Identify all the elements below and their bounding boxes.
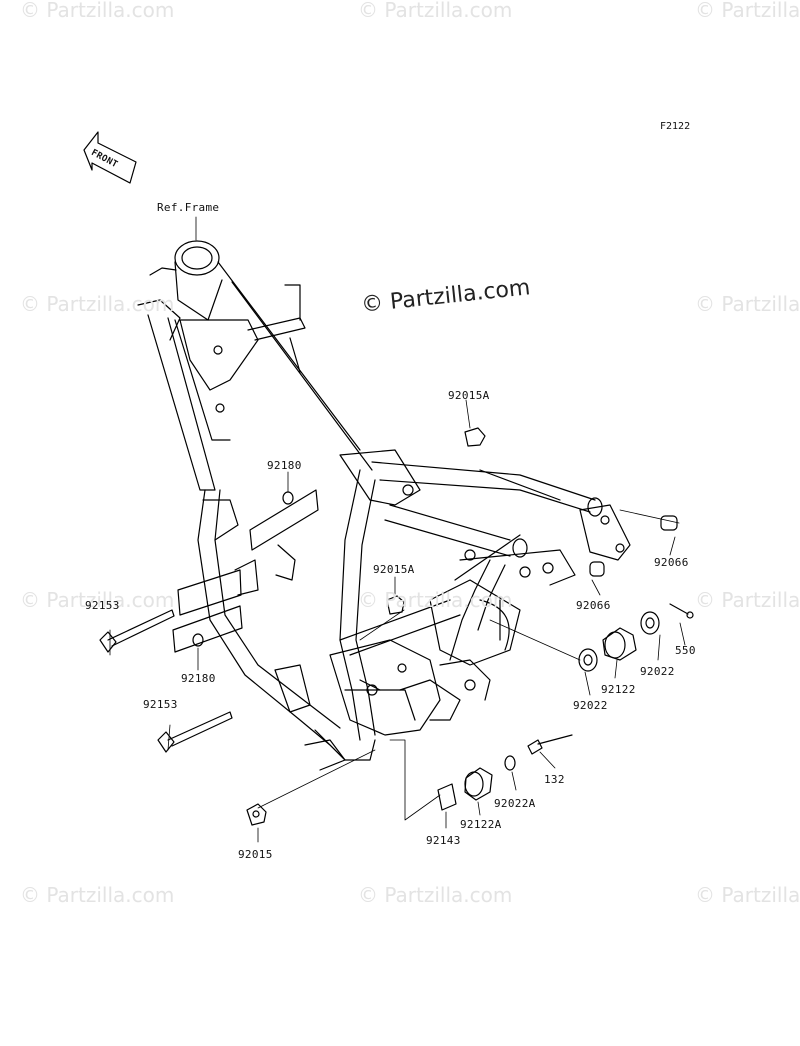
part-label[interactable]: 92180 <box>181 672 216 685</box>
part-label[interactable]: 92022 <box>640 665 675 678</box>
watermark: © Partzilla.com <box>20 588 175 612</box>
ref-frame-label: Ref.Frame <box>157 201 220 214</box>
watermark: © Partzilla.com <box>358 883 513 907</box>
part-label[interactable]: 132 <box>544 773 565 786</box>
watermark: © Partzilla.com <box>695 0 800 22</box>
part-label[interactable]: 92143 <box>426 834 461 847</box>
part-label[interactable]: 92022 <box>573 699 608 712</box>
watermark: © Partzilla.com <box>358 0 513 22</box>
part-label[interactable]: 92180 <box>267 459 302 472</box>
frame-decal <box>172 489 319 653</box>
frame-drawing <box>137 240 631 771</box>
front-arrow-icon <box>83 131 137 184</box>
part-label[interactable]: 92122A <box>460 818 502 831</box>
watermark: © Partzilla.com <box>20 883 175 907</box>
part-label[interactable]: 550 <box>675 644 696 657</box>
part-label[interactable]: 92153 <box>143 698 178 711</box>
leader-lines <box>109 216 686 843</box>
watermark: © Partzilla.com <box>695 292 800 316</box>
part-label[interactable]: 92066 <box>576 599 611 612</box>
part-label[interactable]: 92015A <box>448 389 490 402</box>
watermark: © Partzilla.com <box>20 0 175 22</box>
part-label[interactable]: 92015 <box>238 848 273 861</box>
part-label[interactable]: 92153 <box>85 599 120 612</box>
watermark: © Partzilla.com <box>358 588 513 612</box>
parts-drawing <box>99 427 694 826</box>
watermark: © Partzilla.com <box>20 292 175 316</box>
figure-code: F2122 <box>660 121 691 132</box>
part-label[interactable]: 92066 <box>654 556 689 569</box>
part-label[interactable]: 92015A <box>373 563 415 576</box>
watermark: © Partzilla.com <box>695 883 800 907</box>
watermark: © Partzilla.com <box>695 588 800 612</box>
part-label[interactable]: 92122 <box>601 683 636 696</box>
part-label[interactable]: 92022A <box>494 797 536 810</box>
